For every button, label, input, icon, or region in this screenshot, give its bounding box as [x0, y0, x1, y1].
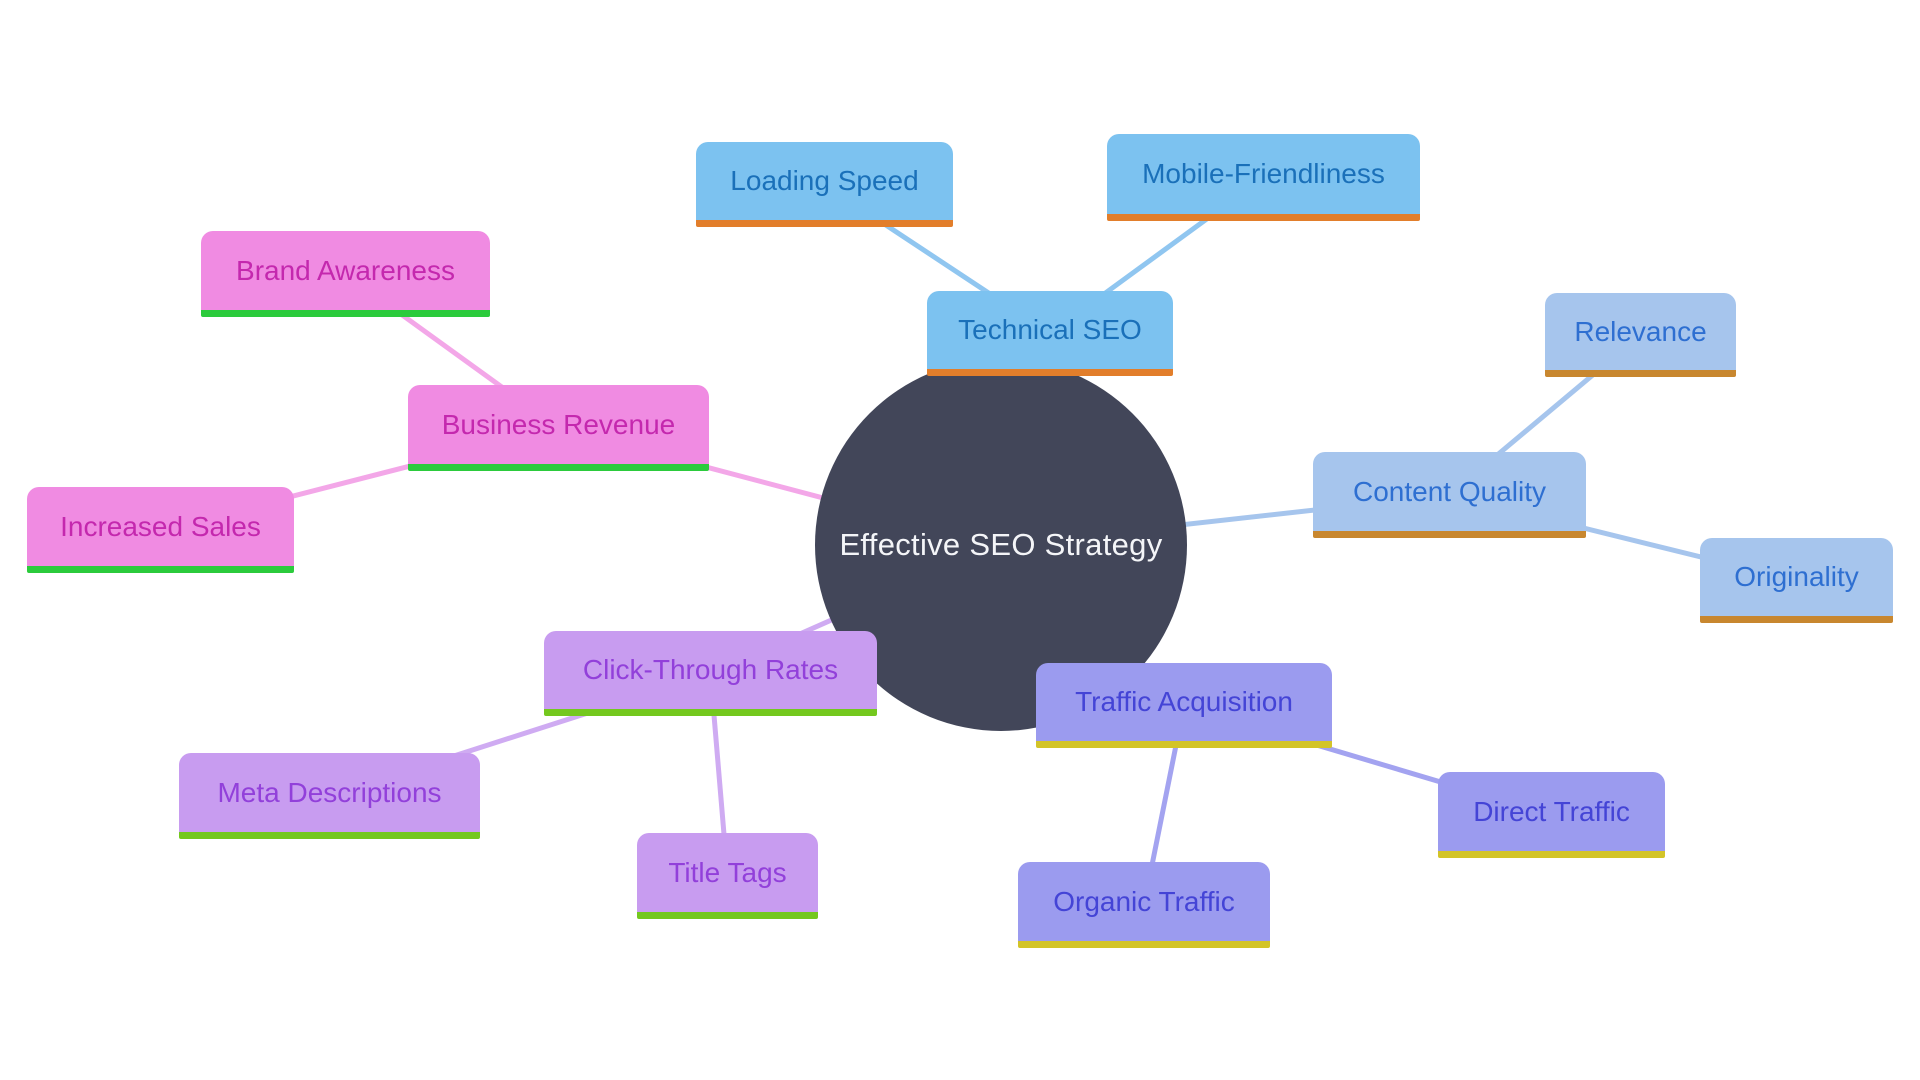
node-label: Click-Through Rates	[582, 654, 839, 685]
node-business-revenue[interactable]: Business Revenue	[408, 385, 709, 471]
node-label: Relevance	[1574, 315, 1707, 347]
node-label: Brand Awareness	[236, 254, 455, 286]
node-organic-traffic[interactable]: Organic Traffic	[1018, 862, 1270, 948]
node-click-through-rates[interactable]: Click-Through Rates	[544, 631, 877, 716]
node-label: Technical SEO	[958, 314, 1142, 345]
node-label: Increased Sales	[60, 510, 261, 542]
node-traffic-acquisition[interactable]: Traffic Acquisition	[1036, 663, 1332, 748]
node-label: Title Tags	[668, 856, 787, 888]
node-originality[interactable]: Originality	[1700, 538, 1893, 623]
node-label: Traffic Acquisition	[1075, 686, 1293, 717]
node-technical-seo[interactable]: Technical SEO	[927, 291, 1173, 376]
node-loading-speed[interactable]: Loading Speed	[696, 142, 953, 227]
node-title-tags[interactable]: Title Tags	[637, 833, 818, 919]
node-label: Mobile-Friendliness	[1142, 158, 1385, 189]
node-content-quality[interactable]: Content Quality	[1313, 452, 1586, 538]
node-brand-awareness[interactable]: Brand Awareness	[201, 231, 490, 317]
node-increased-sales[interactable]: Increased Sales	[27, 487, 294, 573]
node-label: Meta Descriptions	[217, 776, 442, 808]
node-relevance[interactable]: Relevance	[1545, 293, 1736, 377]
node-meta-descriptions[interactable]: Meta Descriptions	[179, 753, 480, 839]
node-label: Organic Traffic	[1053, 885, 1235, 917]
node-label: Originality	[1734, 561, 1859, 592]
node-mobile-friendliness[interactable]: Mobile-Friendliness	[1107, 134, 1420, 221]
node-direct-traffic[interactable]: Direct Traffic	[1438, 772, 1665, 858]
central-topic-label: Effective SEO Strategy	[839, 527, 1163, 562]
node-label: Business Revenue	[441, 408, 676, 440]
node-label: Content Quality	[1353, 475, 1546, 507]
node-label: Direct Traffic	[1473, 795, 1630, 827]
node-label: Loading Speed	[730, 165, 919, 196]
